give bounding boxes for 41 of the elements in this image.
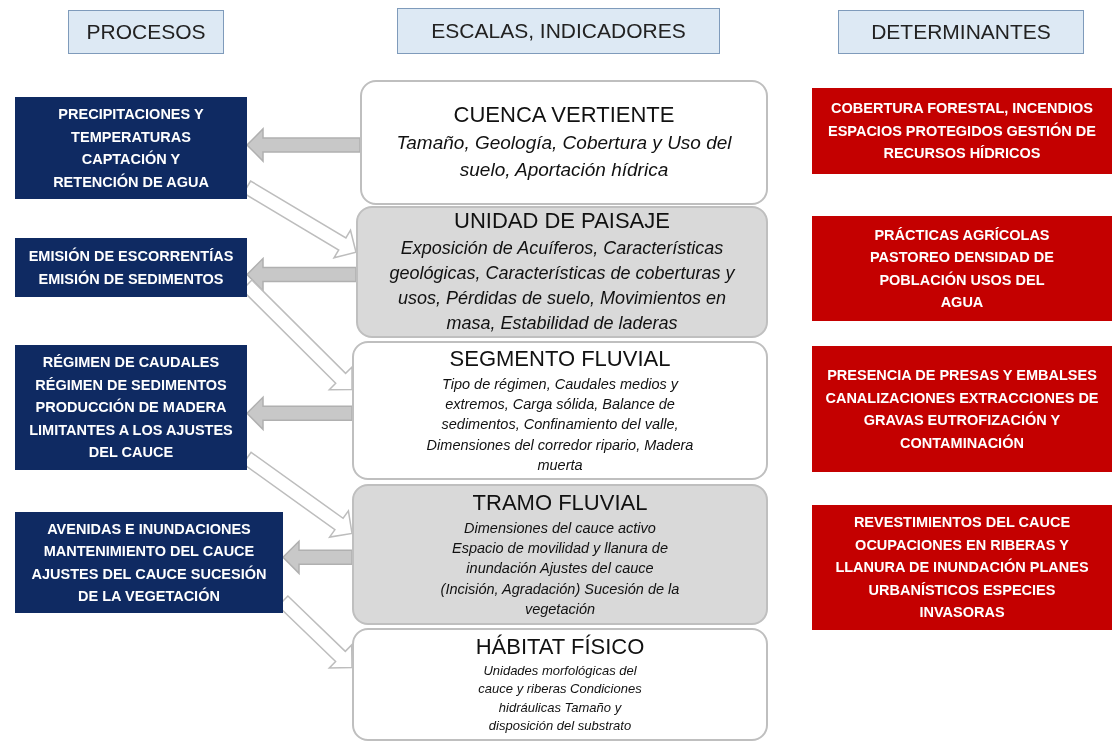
process-box <box>15 238 247 297</box>
column-header <box>68 10 224 54</box>
indicator-text: Unidades morfológicas del cauce y riberas Condiciones hidráulicas Tamaño y disposición del substrato <box>477 662 643 735</box>
box-text: PRECIPITACIONES Y TEMPERATURAS CAPTACIÓN Y RETENCIÓN DE AGUA <box>52 105 210 192</box>
box-text: EMISIÓN DE ESCORRENTÍAS EMISIÓN DE SEDIMENTOS <box>27 246 235 289</box>
indicator-text: Tamaño, Geología, Cobertura y Uso del suelo, Aportación hídrica <box>395 130 733 182</box>
block-arrow <box>245 395 353 432</box>
scale-title: CUENCA VERTIENTE <box>453 101 675 128</box>
indicator-text: Dimensiones del cauce activo Espacio de movilidad y llanura de inundación Ajustes del cauce (Incisión, Agradación) Sucesión de la vegetación <box>439 518 681 619</box>
header-text: DETERMINANTES <box>871 20 1051 44</box>
scale-box <box>352 484 768 625</box>
process-box <box>15 512 283 613</box>
process-box <box>15 97 247 199</box>
block-arrow <box>245 256 357 293</box>
header-text: ESCALAS, INDICADORES <box>431 19 686 43</box>
process-box <box>15 345 247 470</box>
column-header <box>838 10 1084 54</box>
indicator-text: Exposición de Acuíferos, Características geológicas, Características de coberturas y usos, Pérdidas de suelo, Movimientos en masa, Estabilidad de laderas <box>388 236 736 336</box>
scale-box <box>356 206 768 338</box>
block-arrow <box>281 539 353 576</box>
scale-title: HÁBITAT FÍSICO <box>475 634 645 661</box>
driver-box <box>812 346 1112 472</box>
block-arrow <box>245 127 361 163</box>
box-text: COBERTURA FORESTAL, INCENDIOS ESPACIOS PROTEGIDOS GESTIÓN DE RECURSOS HÍDRICOS <box>827 99 1097 164</box>
header-text: PROCESOS <box>86 20 206 44</box>
scale-box <box>360 80 768 205</box>
column-header <box>397 8 720 54</box>
scale-title: UNIDAD DE PAISAJE <box>454 207 670 234</box>
driver-box <box>812 216 1112 321</box>
indicator-text: Tipo de régimen, Caudales medios y extremos, Carga sólida, Balance de sedimentos, Confinamiento del valle, Dimensiones del corredor ripario, Madera muerta <box>425 374 695 475</box>
scale-box <box>352 628 768 741</box>
scale-title: SEGMENTO FLUVIAL <box>449 345 671 372</box>
box-text: AVENIDAS E INUNDACIONES MANTENIMIENTO DEL CAUCE AJUSTES DEL CAUCE SUCESIÓN DE LA VEGETACIÓN <box>30 519 268 606</box>
scale-box <box>352 341 768 480</box>
driver-box <box>812 88 1112 174</box>
box-text: RÉGIMEN DE CAUDALES RÉGIMEN DE SEDIMENTOS PRODUCCIÓN DE MADERA LIMITANTES A LOS AJUSTES DEL CAUCE <box>29 353 233 463</box>
box-text: REVESTIMIENTOS DEL CAUCE OCUPACIONES EN RIBERAS Y LLANURA DE INUNDACIÓN PLANES URBANÍSTICOS ESPECIES INVASORAS <box>834 513 1090 623</box>
scale-title: TRAMO FLUVIAL <box>472 489 648 516</box>
driver-box <box>812 505 1112 630</box>
box-text: PRÁCTICAS AGRÍCOLAS PASTOREO DENSIDAD DE POBLACIÓN USOS DEL AGUA <box>869 225 1055 312</box>
box-text: PRESENCIA DE PRESAS Y EMBALSES CANALIZACIONES EXTRACCIONES DE GRAVAS EUTROFIZACIÓN Y CONTAMINACIÓN <box>824 366 1100 453</box>
